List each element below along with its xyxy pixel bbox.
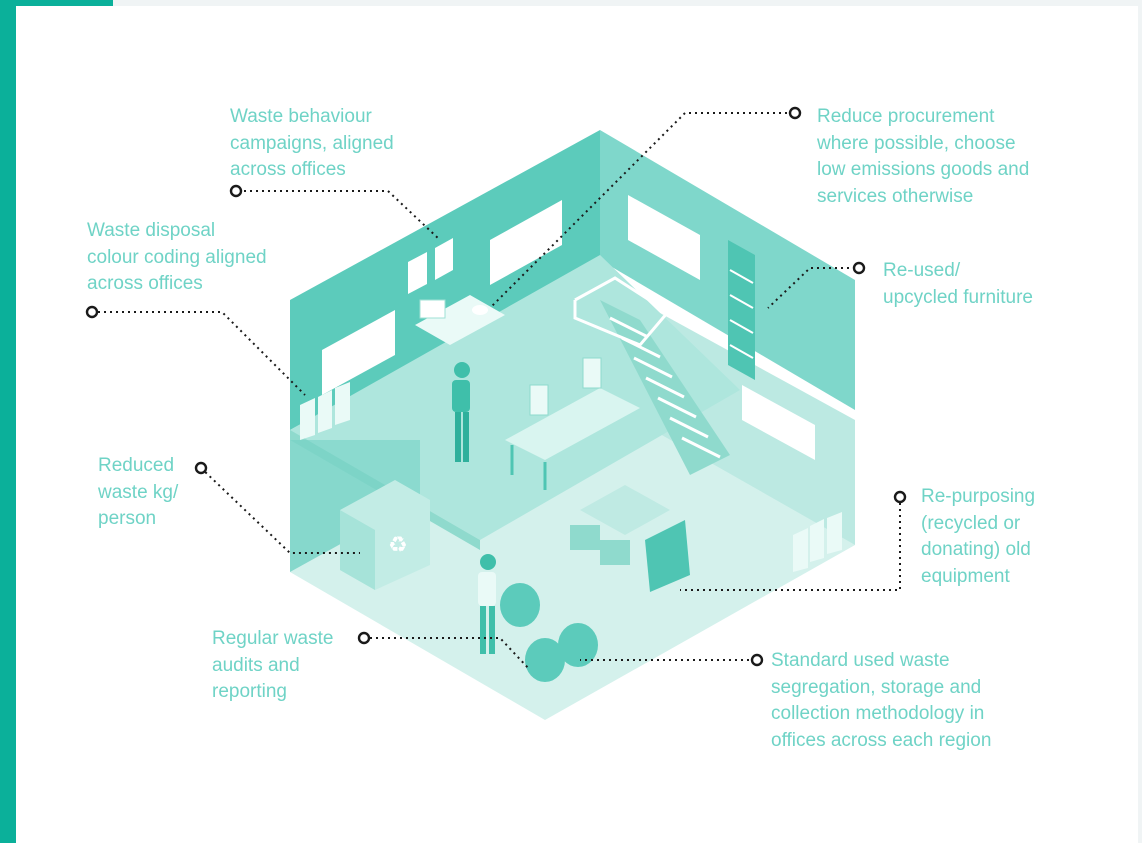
label-reduce-procurement: Reduce procurement where possible, choos… bbox=[817, 106, 1030, 207]
accent-stripe bbox=[0, 0, 16, 843]
lower-floor bbox=[290, 400, 855, 720]
waste-bag-icon bbox=[500, 583, 598, 682]
lower-monitor bbox=[645, 520, 690, 592]
bin-icon-lower bbox=[793, 512, 842, 572]
window-right bbox=[628, 195, 700, 280]
staircase-icon bbox=[573, 276, 730, 475]
recycle-bin: ♻ bbox=[340, 480, 430, 590]
label-standard-waste: Standard used waste segregation, storage… bbox=[771, 650, 992, 751]
printer-icon bbox=[419, 299, 446, 319]
mezzanine-desk bbox=[505, 388, 640, 460]
poster-1 bbox=[408, 252, 427, 294]
label-waste-disposal: Waste disposal colour coding aligned acr… bbox=[87, 220, 267, 294]
lower-table bbox=[580, 485, 670, 535]
label-reused-furniture: Re-used/ upcycled furniture bbox=[883, 260, 1033, 308]
label-waste-behaviour: Waste behaviour campaigns, aligned acros… bbox=[230, 106, 394, 180]
bin-icon bbox=[300, 382, 350, 440]
person-icon-lower bbox=[478, 554, 496, 654]
plant-pot bbox=[472, 305, 488, 315]
person-icon bbox=[452, 362, 470, 462]
window-left bbox=[322, 310, 395, 395]
leader-lines bbox=[92, 112, 901, 671]
back-right-wall bbox=[600, 130, 855, 410]
label-reduced-waste: Reduced waste kg/ person bbox=[98, 455, 179, 529]
window-center bbox=[490, 200, 562, 285]
leader-markers bbox=[85, 106, 907, 667]
recycle-icon: ♻ bbox=[388, 533, 408, 558]
poster-2 bbox=[435, 238, 453, 280]
shelf-icon bbox=[728, 240, 755, 380]
monitor-icon bbox=[529, 384, 549, 416]
label-repurposing: Re-purposing (recycled or donating) old … bbox=[921, 486, 1036, 587]
accent-tab bbox=[0, 0, 113, 6]
label-regular-audits: Regular waste audits and reporting bbox=[212, 628, 334, 702]
window-lower-right bbox=[742, 385, 815, 460]
